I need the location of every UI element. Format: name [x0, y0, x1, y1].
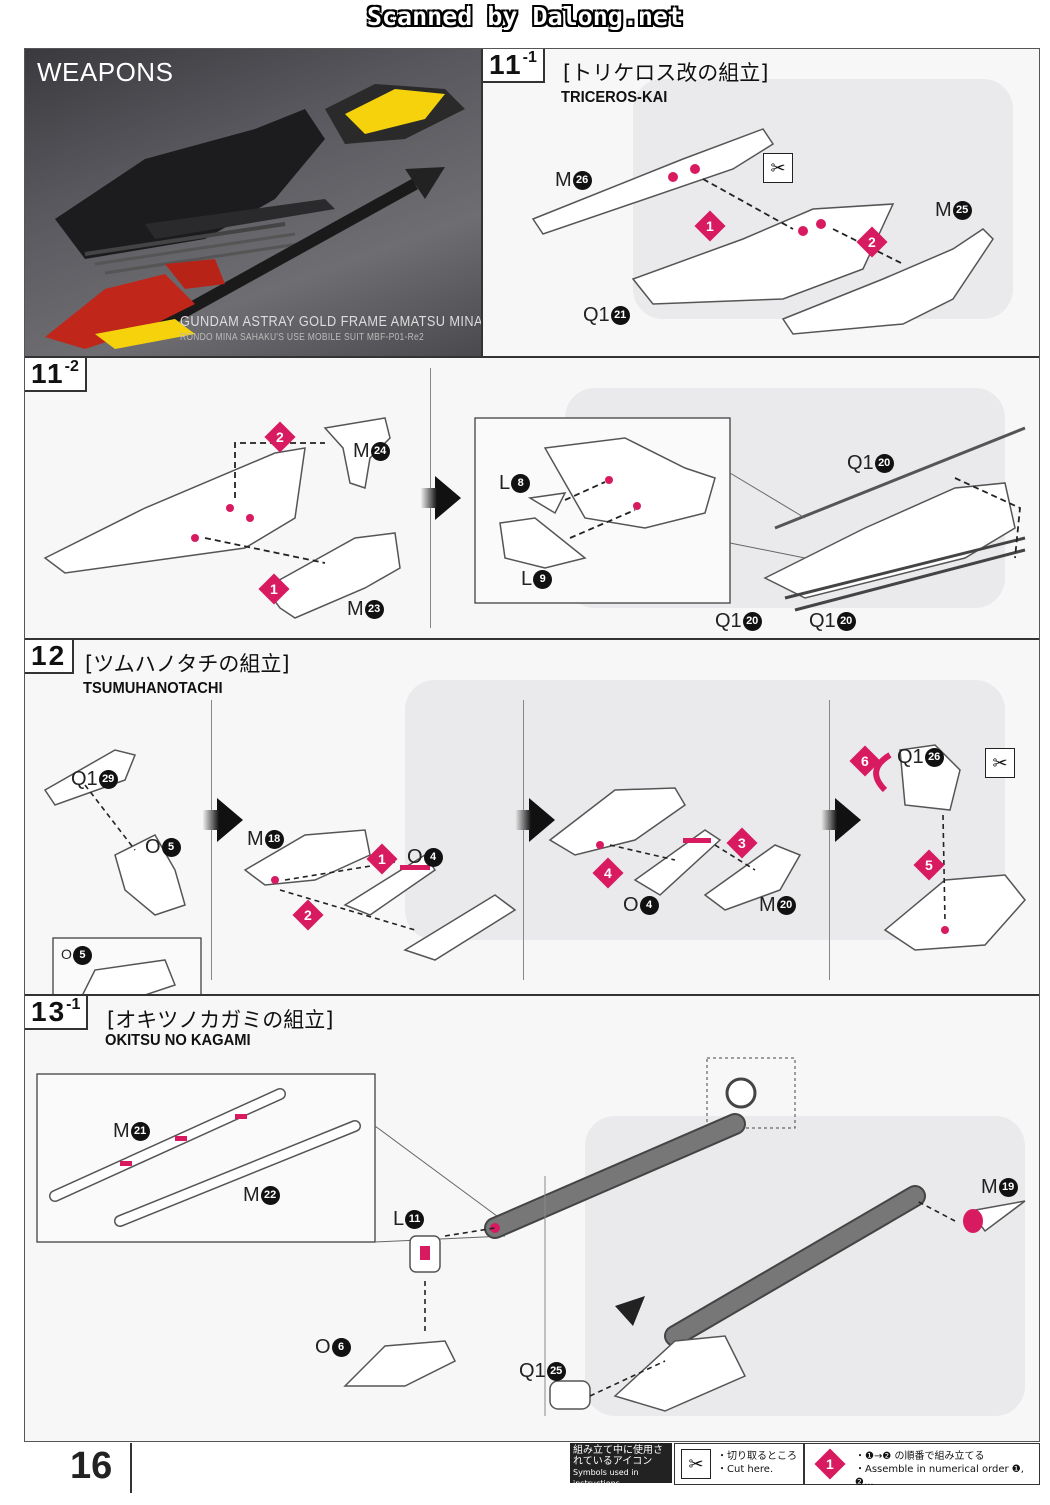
divider	[829, 700, 830, 980]
page-tab	[68, 1443, 132, 1493]
legend-cut: ✂ ・切り取るところ ・Cut here.	[674, 1443, 804, 1485]
step-12-number: 12	[25, 640, 75, 674]
step-12-title-en: TSUMUHANOTACHI	[83, 680, 223, 697]
step-11-1-title-en: TRICEROS-KAI	[561, 89, 668, 106]
weapons-photo: WEAPONS GUNDAM ASTRAY GOLD FRAME AMATSU …	[25, 49, 481, 356]
scan-watermark: Scanned by Dalong.net	[366, 2, 684, 31]
step-12-diagram	[43, 744, 1026, 994]
step-subnumber: -1	[66, 996, 81, 1013]
numbered-diamond-icon: 1	[814, 1448, 846, 1480]
weapons-photo-panel: WEAPONS GUNDAM ASTRAY GOLD FRAME AMATSU …	[25, 49, 483, 358]
step-13-1-diagram	[36, 1057, 1026, 1416]
step-12-title-jp: [ツムハノタチの組立]	[85, 652, 290, 676]
step-subnumber: -1	[522, 49, 537, 66]
step-number: 13	[31, 996, 67, 1027]
nipper-cut-icon: ✂	[681, 1449, 711, 1479]
step-11-2-panel: 11-2	[25, 358, 1039, 640]
legend-order: 1 ・❶→❷ の順番で組み立てる ・Assemble in numerical …	[804, 1443, 1040, 1488]
weapons-title: WEAPONS	[37, 57, 174, 87]
step-11-2-number: 11-2	[25, 358, 87, 392]
step-11-1-number: 11-1	[483, 49, 545, 83]
legend-order-jp: ・❶→❷ の順番で組み立てる	[855, 1451, 985, 1462]
divider	[211, 700, 212, 980]
step-11-1-diagram	[531, 128, 994, 335]
legend-header-en: Symbols used in instructions	[573, 1468, 639, 1488]
instruction-page: WEAPONS GUNDAM ASTRAY GOLD FRAME AMATSU …	[24, 48, 1040, 1442]
divider	[523, 700, 524, 980]
step-number: 11	[31, 358, 65, 389]
legend-header-jp: 組み立て中に使用されているアイコン	[573, 1445, 663, 1467]
legend-order-en: ・Assemble in numerical order ❶, ❷...	[855, 1464, 1024, 1488]
step-number: 12	[31, 640, 67, 671]
page-number: 16	[70, 1445, 113, 1487]
nipper-cut-icon: ✂	[985, 748, 1015, 778]
step-number: 11	[489, 49, 523, 80]
step-12-panel: 12 [ツムハノタチの組立] TSUMUHANOTACHI	[25, 640, 1039, 996]
step-subnumber: -2	[64, 358, 79, 375]
legend-cut-jp: ・切り取るところ	[717, 1451, 797, 1462]
weapons-subcaption: RONDO MINA SAHAKU'S USE MOBILE SUIT MBF-…	[180, 332, 424, 343]
weapons-caption: GUNDAM ASTRAY GOLD FRAME AMATSU MINA	[180, 313, 483, 330]
step-13-1-number: 13-1	[25, 996, 89, 1030]
step-11-1-title-jp: [トリケロス改の組立]	[563, 61, 769, 85]
step-11-2-diagram	[43, 417, 1026, 619]
legend-cut-en: ・Cut here.	[717, 1464, 774, 1475]
arrow-right-icon	[515, 798, 555, 842]
weapons-illustration	[45, 84, 465, 349]
legend-header: 組み立て中に使用されているアイコン Symbols used in instru…	[570, 1443, 672, 1488]
arrow-right-icon	[821, 798, 861, 842]
arrow-right-icon	[203, 798, 243, 842]
step-13-1-panel: 13-1 [オキツノカガミの組立] OKITSU NO KAGAMI	[25, 996, 1039, 1441]
nipper-cut-icon: ✂	[763, 153, 793, 183]
arrow-right-icon	[421, 476, 461, 520]
step-13-1-title-jp: [オキツノカガミの組立]	[107, 1008, 334, 1032]
step-13-1-title-en: OKITSU NO KAGAMI	[105, 1032, 251, 1049]
